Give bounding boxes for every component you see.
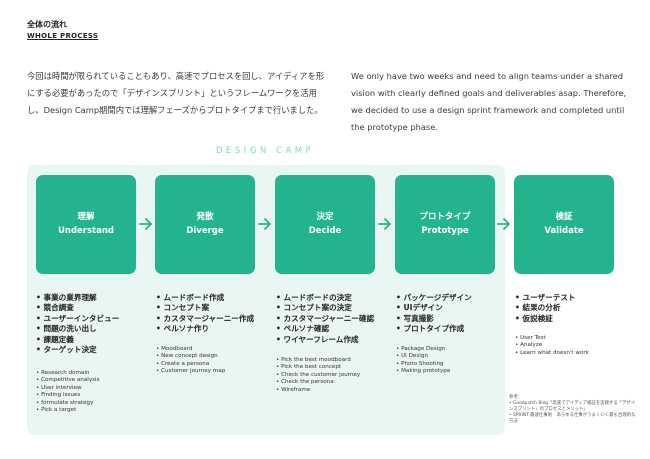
phase-prototype-jp: プロトタイプ bbox=[419, 212, 471, 222]
task-item: • Pick the best moodboard bbox=[276, 357, 351, 363]
phase-understand-jp: 理解 bbox=[77, 212, 95, 222]
arrow-right-icon bbox=[378, 218, 391, 230]
task-item: • カスタマージャーニー作成 bbox=[156, 313, 255, 323]
task-item: • ムードボードの決定 bbox=[276, 293, 352, 302]
task-item: • ユーザーインタビュー bbox=[36, 313, 120, 323]
task-item: • Research domain bbox=[36, 370, 90, 376]
task-item: • Finding issues bbox=[36, 392, 81, 399]
phase-validate-en: Validate bbox=[544, 226, 584, 236]
task-item: • ペルソナ作り bbox=[156, 324, 210, 334]
phase-decide-en: Decide bbox=[308, 226, 342, 236]
task-item: • Moodboard bbox=[156, 346, 193, 352]
task-item: • Create a persona bbox=[156, 360, 210, 367]
reference-heading: 参考： bbox=[509, 395, 523, 400]
tasks-jp-understand: • 事業の業界理解 • 競合調査 • ユーザーインタビュー • 問題の洗い出し … bbox=[36, 293, 119, 355]
reference-line: • SPRINT 最速仕事術 あらゆる仕事がうまくいく最も合理的な方法 bbox=[509, 413, 636, 424]
task-item: • コンセプト案 bbox=[156, 303, 210, 313]
task-item: • Learn what doesn't work bbox=[515, 349, 589, 356]
task-item: • 結果の分析 bbox=[515, 303, 561, 313]
task-item: • 課題定義 bbox=[36, 334, 74, 344]
arrow-right-icon bbox=[497, 218, 510, 230]
title-en: WHOLE PROCESS bbox=[27, 32, 99, 40]
tasks-jp-diverge: • ムードボード作成 • コンセプト案 • カスタマージャーニー作成 • ペルソ… bbox=[156, 293, 254, 335]
phase-prototype: プロトタイプ Prototype bbox=[395, 175, 495, 274]
design-camp-label: DESIGN CAMP bbox=[216, 146, 315, 156]
phase-validate: 検証 Validate bbox=[514, 175, 614, 274]
phase-diverge-en: Diverge bbox=[186, 226, 224, 236]
tasks-en-decide: • Pick the best moodboard • Pick the bes… bbox=[276, 357, 360, 394]
task-item: • カスタマージャーニー確認 bbox=[276, 313, 375, 323]
task-item: • 仮説検証 bbox=[515, 313, 553, 323]
tasks-jp-prototype: • パッケージデザイン • UIデザイン • 写真撮影 • プロトタイプ作成 bbox=[396, 293, 472, 335]
tasks-en-validate: • User Test • Analyze • Learn what doesn… bbox=[515, 335, 589, 357]
tasks-jp-decide: • ムードボードの決定 • コンセプト案の決定 • カスタマージャーニー確認 •… bbox=[276, 293, 374, 345]
task-item: • ワイヤーフレーム作成 bbox=[276, 334, 359, 344]
task-item: • Making prototype bbox=[396, 368, 451, 375]
task-item: • ターゲット決定 bbox=[36, 345, 97, 355]
task-item: • Photo Shooting bbox=[396, 360, 444, 367]
task-item: • Package Design bbox=[396, 346, 446, 352]
task-item: • New concept design bbox=[156, 353, 218, 360]
phase-understand-en: Understand bbox=[58, 226, 114, 236]
title-jp: 全体の流れ bbox=[27, 20, 67, 29]
tasks-en-understand: • Research domain • Competitive analysis… bbox=[36, 370, 100, 414]
task-item: • 競合調査 bbox=[36, 303, 74, 313]
tasks-en-diverge: • Moodboard • New concept design • Creat… bbox=[156, 346, 225, 376]
task-item: • ペルソナ確認 bbox=[276, 324, 330, 334]
task-item: • プロトタイプ作成 bbox=[396, 324, 465, 334]
phase-diverge: 発散 Diverge bbox=[155, 175, 255, 274]
arrow-right-icon bbox=[139, 218, 152, 230]
task-item: • Pick the best concept bbox=[276, 364, 342, 371]
task-item: • Check the persona bbox=[276, 379, 334, 386]
phase-prototype-en: Prototype bbox=[421, 226, 469, 236]
task-item: • UIデザイン bbox=[396, 303, 443, 313]
task-item: • ユーザーテスト bbox=[515, 293, 576, 302]
intro-text-jp: 今回は時間が限られていることもあり、高速でプロセスを回し、アイディアを形にする必… bbox=[27, 71, 325, 115]
arrow-right-icon bbox=[258, 218, 271, 230]
tasks-en-prototype: • Package Design • UI Design • Photo Sho… bbox=[396, 346, 450, 376]
task-item: • User Test bbox=[515, 335, 546, 341]
task-item: • 写真撮影 bbox=[396, 313, 434, 323]
task-item: • 問題の洗い出し bbox=[36, 324, 97, 334]
task-item: • UI Design bbox=[396, 353, 428, 360]
phase-validate-jp: 検証 bbox=[555, 212, 573, 222]
reference-note: 参考： • Goodpatch Blog「高速でアイディア検証を実践する「デザイ… bbox=[509, 395, 637, 425]
task-item: • Customer journey map bbox=[156, 368, 226, 375]
task-item: • Check the customer journey bbox=[276, 371, 361, 378]
task-item: • ムードボード作成 bbox=[156, 293, 225, 302]
task-item: • 事業の業界理解 bbox=[36, 293, 97, 302]
task-item: • formulate strategy bbox=[36, 399, 94, 406]
phase-decide: 決定 Decide bbox=[275, 175, 375, 274]
task-item: • Pick a target bbox=[36, 407, 77, 414]
task-item: • コンセプト案の決定 bbox=[276, 303, 352, 313]
task-item: • User interview bbox=[36, 384, 82, 391]
task-item: • パッケージデザイン bbox=[396, 293, 472, 302]
task-item: • Competitive analysis bbox=[36, 377, 100, 384]
phase-understand: 理解 Understand bbox=[36, 175, 136, 274]
intro-text-en: We only have two weeks and need to align… bbox=[351, 71, 627, 132]
task-item: • Analyze bbox=[515, 342, 543, 349]
task-item: • Wireframe bbox=[276, 386, 311, 393]
phase-diverge-jp: 発散 bbox=[196, 212, 214, 222]
phase-decide-jp: 決定 bbox=[316, 212, 334, 222]
tasks-jp-validate: • ユーザーテスト • 結果の分析 • 仮説検証 bbox=[515, 293, 576, 324]
reference-line: • Goodpatch Blog「高速でアイディア検証を実践する「デザインスプリ… bbox=[509, 401, 636, 412]
